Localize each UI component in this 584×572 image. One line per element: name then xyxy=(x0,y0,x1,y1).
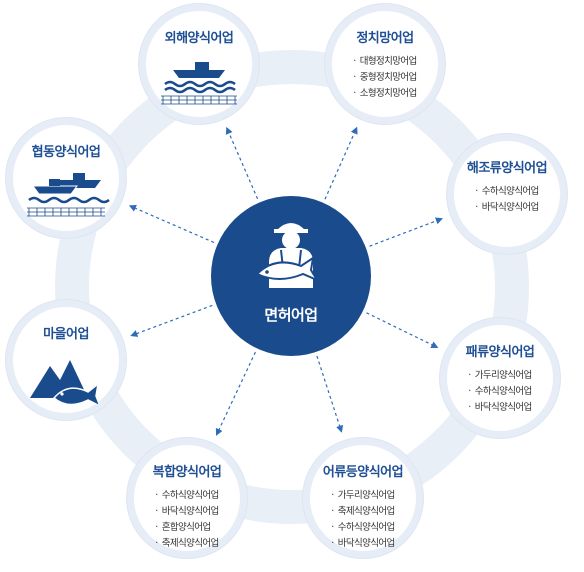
list-item: 바닥식양식어업 xyxy=(475,200,540,216)
arrow-to-shellfish xyxy=(366,312,439,349)
list-item: 가두리양식어업 xyxy=(468,368,533,384)
node-setnet: 정치망어업 대형정치망어업 중형정치망어업 소형정치망어업 xyxy=(325,4,445,124)
list-item: 수하식양식어업 xyxy=(475,184,540,200)
node-seaweed: 해조류양식어업 수하식양식어업 바닥식양식어업 xyxy=(447,134,567,254)
node-title: 패류양식어업 xyxy=(465,345,535,360)
node-title: 정치망어업 xyxy=(356,31,414,46)
arrow-to-cooperative xyxy=(128,204,215,244)
node-title: 협동양식어업 xyxy=(31,145,101,160)
node-title: 어류등양식어업 xyxy=(322,465,404,480)
list-item: 축제식양식어업 xyxy=(155,536,220,552)
center-node: 면허어업 xyxy=(211,196,371,356)
list-item: 바닥식양식어업 xyxy=(468,400,533,416)
node-title: 해조류양식어업 xyxy=(466,161,548,176)
boat-on-net-icon xyxy=(155,56,243,112)
list-item: 바닥식양식어업 xyxy=(155,504,220,520)
arrow-to-setnet xyxy=(324,126,358,200)
arrow-to-village xyxy=(130,304,213,337)
boats-on-net-icon xyxy=(21,170,111,226)
arrow-to-seaweed xyxy=(369,217,443,247)
node-shellfish: 패류양식어업 가두리양식어업 수하식양식어업 바닥식양식어업 xyxy=(440,318,560,438)
node-village: 마을어업 xyxy=(6,300,126,420)
item-list: 가두리양식어업 수하식양식어업 바닥식양식어업 xyxy=(468,368,533,416)
list-item: 소형정치망어업 xyxy=(353,86,418,102)
arrow-to-offshore xyxy=(225,126,259,200)
list-item: 수하식양식어업 xyxy=(468,384,533,400)
node-title: 복합양식어업 xyxy=(152,465,222,480)
node-title: 외해양식어업 xyxy=(164,31,234,46)
node-title: 마을어업 xyxy=(43,327,89,342)
list-item: 수하식양식어업 xyxy=(331,520,396,536)
node-cooperative: 협동양식어업 xyxy=(6,118,126,238)
list-item: 중형정치망어업 xyxy=(353,70,418,86)
item-list: 수하식양식어업 바닥식양식어업 xyxy=(475,184,540,216)
list-item: 대형정치망어업 xyxy=(353,54,418,70)
item-list: 수하식양식어업 바닥식양식어업 혼합양식어업 축제식양식어업 xyxy=(155,488,220,552)
list-item: 수하식양식어업 xyxy=(155,488,220,504)
node-fish: 어류등양식어업 가두리양식어업 축제식양식어업 수하식양식어업 바닥식양식어업 xyxy=(303,438,423,558)
item-list: 가두리양식어업 축제식양식어업 수하식양식어업 바닥식양식어업 xyxy=(331,488,396,552)
arrow-to-complex xyxy=(215,351,256,436)
item-list: 대형정치망어업 중형정치망어업 소형정치망어업 xyxy=(353,54,418,102)
list-item: 혼합양식어업 xyxy=(155,520,218,536)
list-item: 가두리양식어업 xyxy=(331,488,396,504)
node-complex: 복합양식어업 수하식양식어업 바닥식양식어업 혼합양식어업 축제식양식어업 xyxy=(127,438,247,558)
arrow-to-fish xyxy=(316,355,344,433)
center-label: 면허어업 xyxy=(264,306,318,324)
list-item: 축제식양식어업 xyxy=(331,504,396,520)
fisherman-holding-fish-icon xyxy=(251,218,331,298)
list-item: 바닥식양식어업 xyxy=(331,536,396,552)
node-offshore: 외해양식어업 xyxy=(139,4,259,124)
outer-ring xyxy=(55,50,529,524)
mountain-fish-icon xyxy=(26,352,106,408)
